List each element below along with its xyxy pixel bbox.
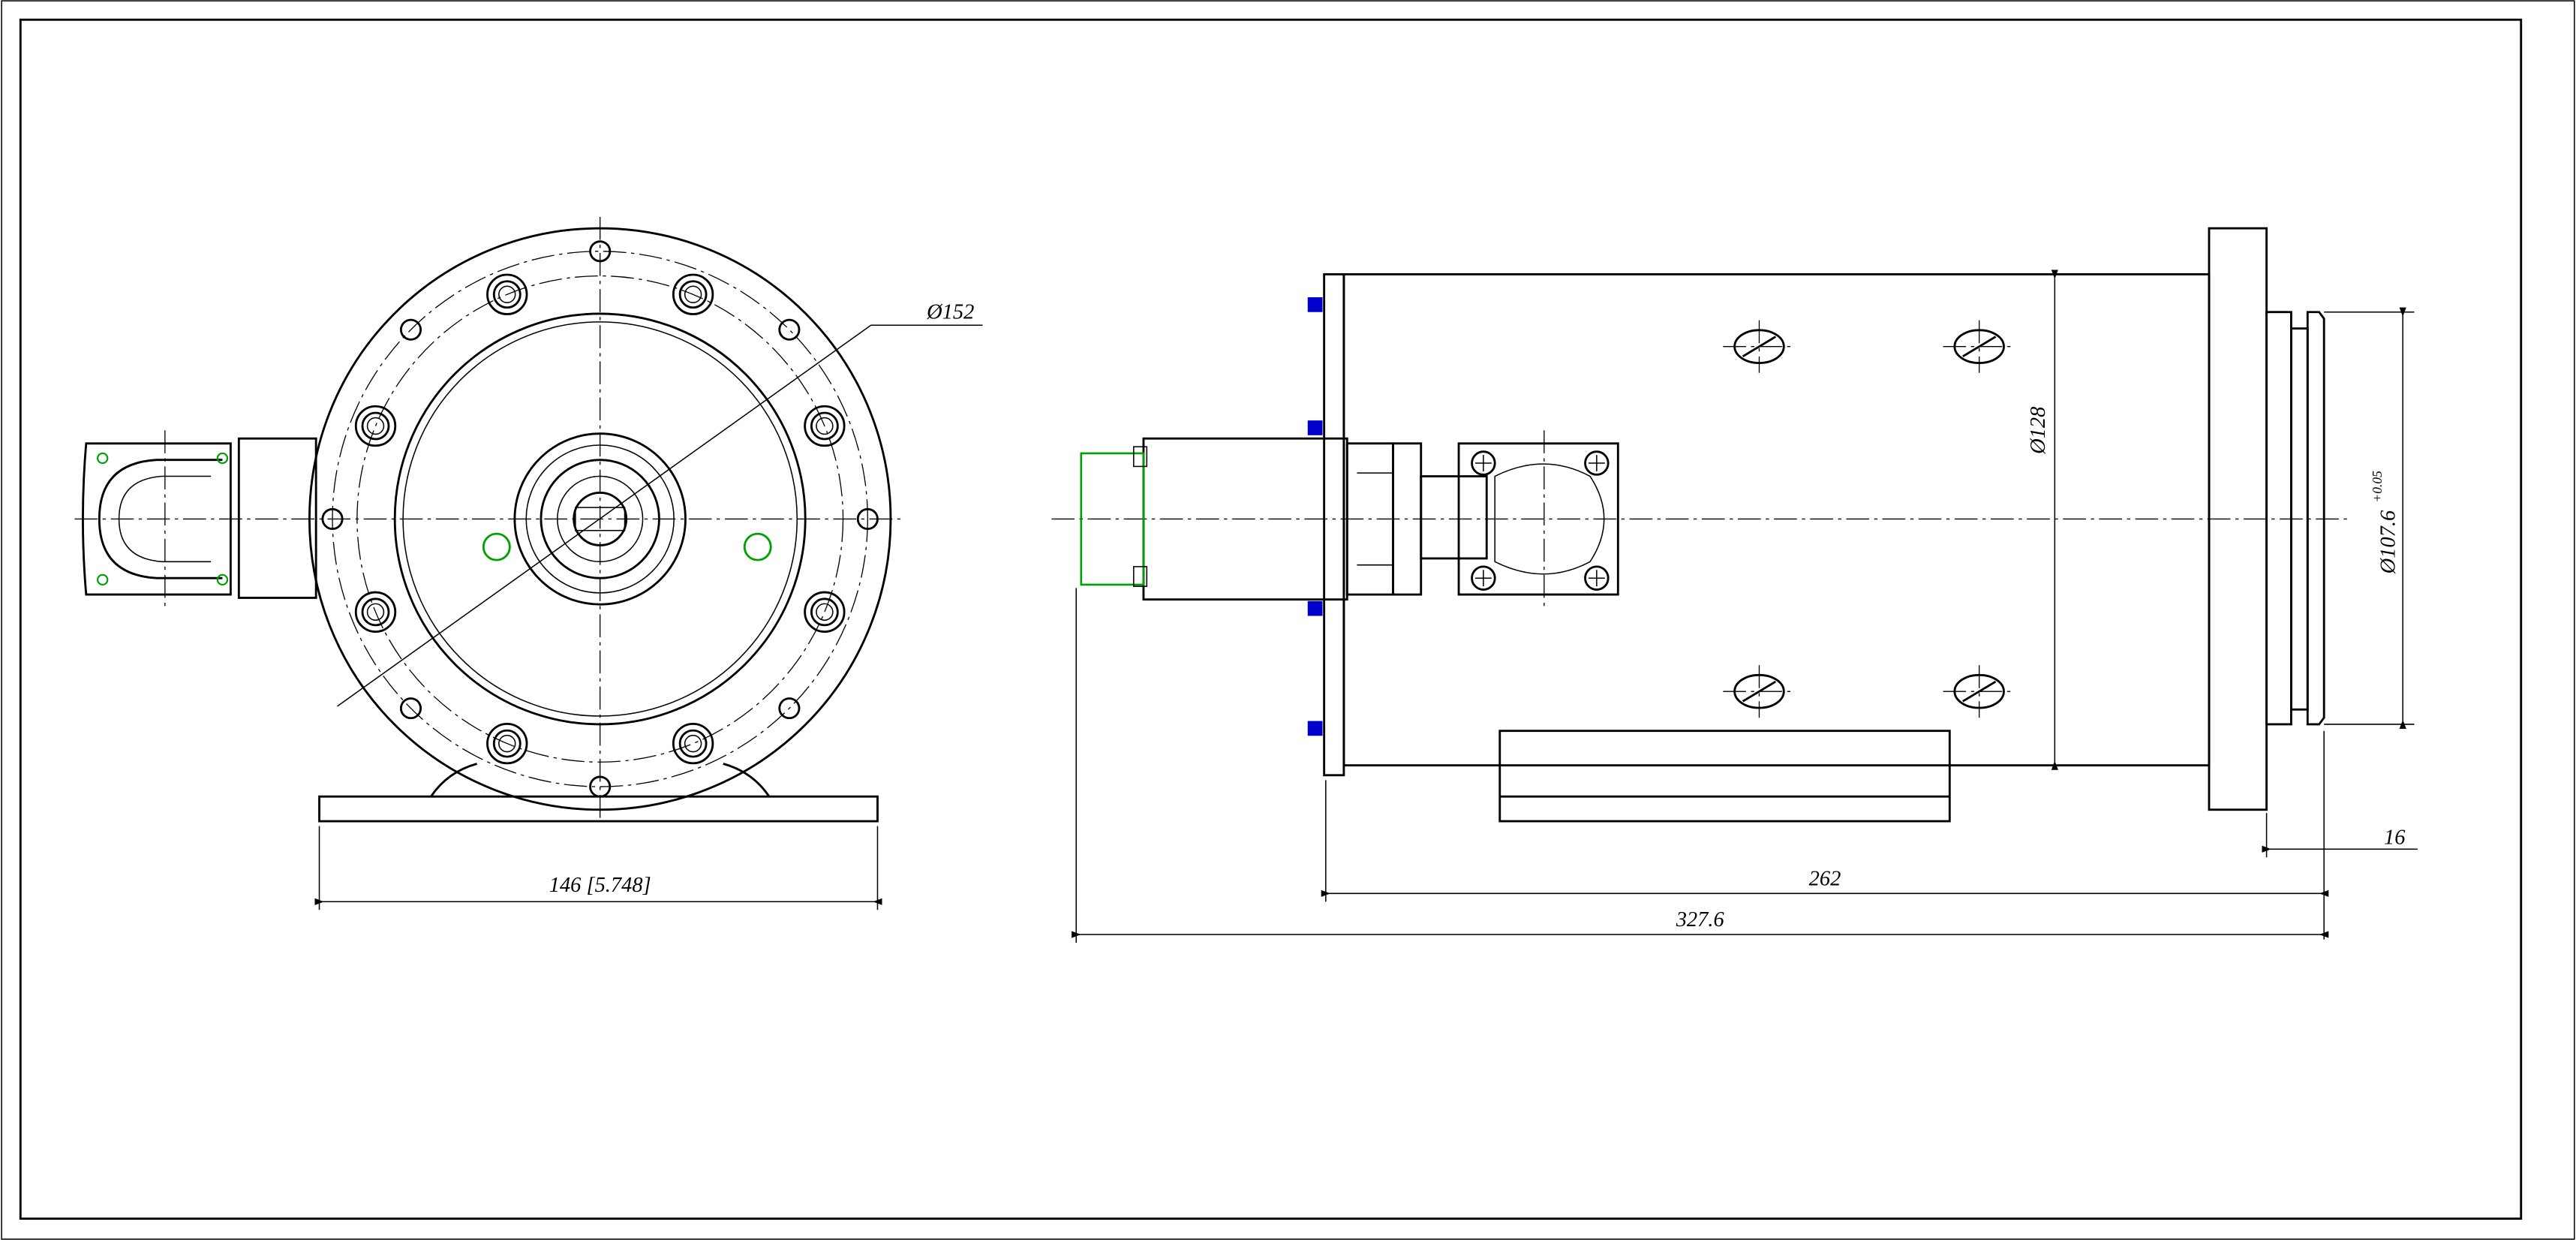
socket-screw (804, 591, 846, 634)
flange-hole (399, 697, 422, 720)
bracket-screw (1584, 565, 1610, 591)
dim-body-length: 262 (1809, 867, 1841, 890)
shaft (573, 492, 628, 546)
leader-line (337, 324, 983, 707)
dim-pilot-diameter: Ø107.6 (2376, 510, 2400, 574)
drawing-frame (19, 18, 2523, 1220)
body-screws (1723, 320, 2015, 718)
side-bracket (1457, 442, 1619, 596)
flange-hole (399, 318, 422, 341)
connector-plug (1080, 452, 1145, 586)
mounting-foot (318, 795, 879, 823)
dim-flange-diameter: Ø152 (926, 300, 974, 324)
flange-hole (856, 507, 879, 530)
shaft-keyway (575, 507, 626, 531)
flange-hole (778, 318, 801, 341)
socket-screw (354, 591, 397, 634)
hub-outer (513, 432, 687, 606)
pilot (2306, 311, 2325, 726)
socket-screw (672, 722, 714, 765)
dim-base-width: 146 [5.748] (549, 874, 651, 897)
end-plate (1323, 272, 1345, 777)
flange-hole (778, 697, 801, 720)
dim-pilot-tolerance: +0.05 (2370, 471, 2385, 503)
flange-hole (321, 507, 344, 530)
green-hole-right (743, 532, 772, 561)
socket-screw (486, 273, 528, 315)
front-view: Ø152 146 [5.748] (74, 216, 983, 910)
flange-outline (308, 227, 892, 811)
socket-screw (354, 405, 397, 447)
bracket-screw (1584, 450, 1610, 476)
side-shaft (1420, 475, 1488, 560)
socket-screw (672, 273, 714, 315)
bracket-screw (1471, 450, 1496, 476)
bracket-screw (1471, 565, 1496, 591)
socket-screw (486, 722, 528, 765)
dim-pilot-length: 16 (2384, 826, 2406, 850)
terminal-box (1498, 730, 1951, 823)
screw-circle (356, 275, 844, 763)
connector-housing (237, 437, 317, 599)
dim-overall-length: 327.6 (1676, 908, 1725, 932)
bolt-circle (332, 251, 869, 787)
socket-screw (804, 405, 846, 447)
flange-holes (321, 240, 879, 798)
flange-hole (589, 240, 612, 263)
flange-screws (354, 273, 846, 765)
side-view: Ø128 Ø107.6 +0.05 16 262 327.6 (1051, 227, 2418, 943)
dim-body-diameter: Ø128 (2027, 407, 2050, 455)
housing-outline (393, 312, 807, 726)
connector-bracket (82, 442, 232, 596)
end-bolts (1307, 297, 1323, 736)
green-hole-left (482, 532, 511, 561)
